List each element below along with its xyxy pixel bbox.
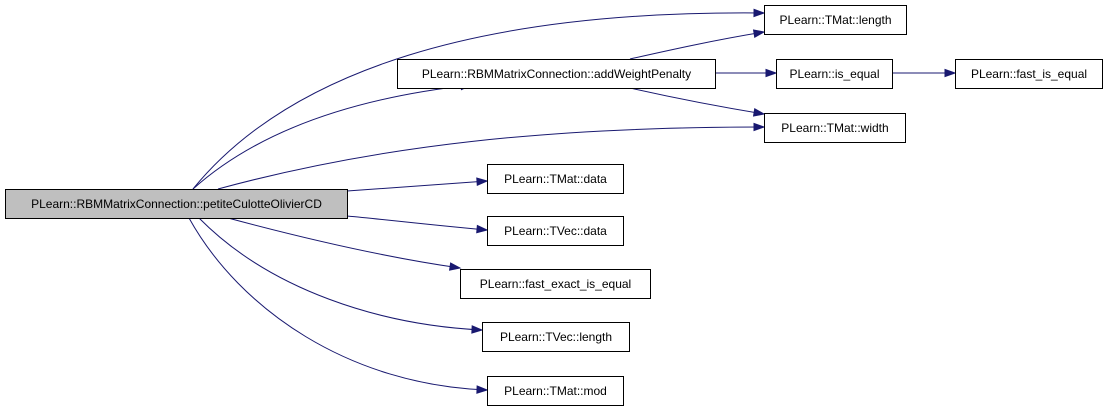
edge-root-to-tmat-data: [346, 177, 489, 192]
node-fast-is-equal[interactable]: PLearn::fast_is_equal: [955, 59, 1103, 89]
edge-is-equal-to-fast-is-equal: [892, 68, 957, 78]
node-label: PLearn::TMat::mod: [504, 384, 607, 398]
node-label: PLearn::RBMMatrixConnection::addWeightPe…: [422, 67, 691, 81]
node-box[interactable]: [487, 376, 624, 406]
node-box[interactable]: [5, 189, 348, 219]
arrowhead-icon: [753, 8, 766, 18]
arrowhead-icon: [944, 68, 957, 78]
node-label: PLearn::TMat::length: [779, 13, 891, 27]
node-label: PLearn::fast_is_equal: [971, 67, 1087, 81]
arrowhead-icon: [752, 29, 766, 38]
edge-root-to-add-weight-penalty: [192, 81, 473, 190]
edge-line: [629, 87, 765, 115]
node-box[interactable]: [397, 59, 716, 89]
node-tvec-length[interactable]: PLearn::TVec::length: [482, 322, 630, 352]
arrowhead-icon: [476, 177, 489, 187]
edge-root-to-tvec-data: [346, 215, 489, 234]
edge-line: [192, 12, 765, 190]
arrowhead-icon: [752, 108, 766, 117]
node-box[interactable]: [487, 216, 624, 246]
node-tmat-data[interactable]: PLearn::TMat::data: [487, 164, 624, 194]
edge-root-to-tmat-mod: [188, 217, 489, 394]
edge-line: [217, 126, 765, 190]
node-label: PLearn::TVec::length: [500, 330, 612, 344]
node-label: PLearn::TVec::data: [504, 224, 607, 238]
arrowhead-icon: [471, 325, 484, 334]
node-box[interactable]: [776, 59, 893, 89]
node-fast-exact-is-equal[interactable]: PLearn::fast_exact_is_equal: [460, 269, 651, 299]
arrowhead-icon: [448, 262, 462, 271]
node-tmat-mod[interactable]: PLearn::TMat::mod: [487, 376, 624, 406]
edge-line: [227, 217, 461, 269]
node-box[interactable]: [764, 5, 907, 35]
node-box[interactable]: [764, 113, 906, 143]
edge-root-to-tmat-width: [217, 122, 766, 190]
node-box[interactable]: [460, 269, 651, 299]
node-label: PLearn::TMat::data: [504, 172, 607, 186]
edge-root-to-tvec-length: [198, 217, 484, 334]
arrowhead-icon: [476, 385, 489, 394]
node-box[interactable]: [487, 164, 624, 194]
edge-line: [346, 215, 488, 231]
edge-line: [346, 180, 488, 192]
root-node[interactable]: PLearn::RBMMatrixConnection::petiteCulot…: [5, 189, 348, 219]
edge-root-to-tmat-length: [192, 8, 766, 190]
arrowhead-icon: [753, 122, 766, 132]
node-tvec-data[interactable]: PLearn::TVec::data: [487, 216, 624, 246]
edge-line: [629, 31, 765, 60]
edge-add-weight-penalty-to-tmat-length: [629, 29, 766, 60]
edge-root-to-fast-exact-is-equal: [227, 217, 462, 271]
node-tmat-width[interactable]: PLearn::TMat::width: [764, 113, 906, 143]
edge-line: [188, 217, 488, 391]
node-label: PLearn::TMat::width: [781, 121, 888, 135]
edge-line: [198, 217, 483, 331]
node-tmat-length[interactable]: PLearn::TMat::length: [764, 5, 907, 35]
node-add-weight-penalty[interactable]: PLearn::RBMMatrixConnection::addWeightPe…: [397, 59, 716, 89]
call-graph-edges: [188, 8, 957, 394]
node-is-equal[interactable]: PLearn::is_equal: [776, 59, 893, 89]
node-box[interactable]: [955, 59, 1103, 89]
node-label: PLearn::fast_exact_is_equal: [480, 277, 631, 291]
arrowhead-icon: [765, 68, 778, 78]
edge-add-weight-penalty-to-is-equal: [715, 68, 778, 78]
edge-add-weight-penalty-to-tmat-width: [629, 87, 766, 117]
node-label: PLearn::RBMMatrixConnection::petiteCulot…: [31, 197, 322, 211]
arrowhead-icon: [476, 224, 489, 234]
node-box[interactable]: [482, 322, 630, 352]
node-label: PLearn::is_equal: [789, 67, 879, 81]
call-graph-nodes: PLearn::RBMMatrixConnection::petiteCulot…: [5, 5, 1103, 406]
edge-line: [192, 84, 472, 190]
